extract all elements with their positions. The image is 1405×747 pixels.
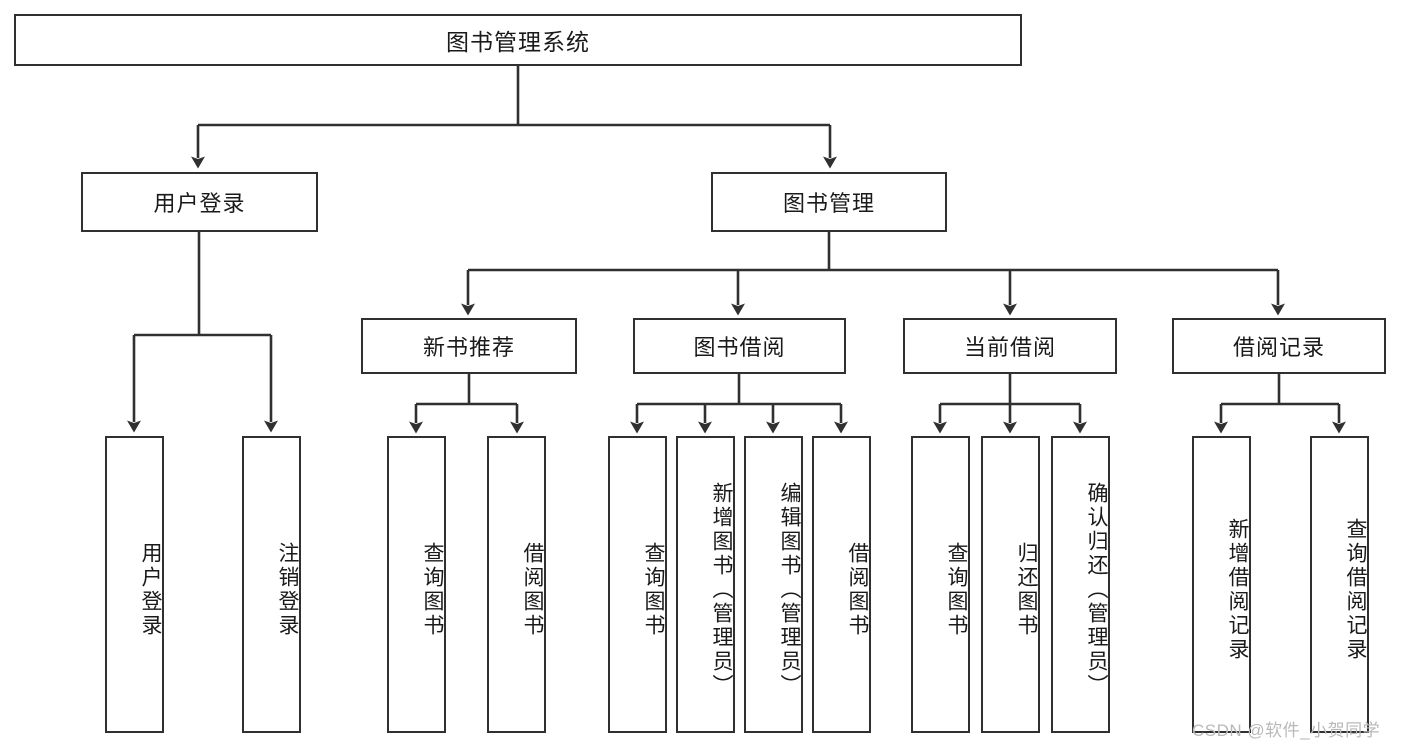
csdn-watermark: CSDN @软件_小贺同学: [1192, 721, 1381, 740]
node-book-borrow-label: 图书借阅: [693, 335, 786, 360]
node-leaf-borrow-book-1[interactable]: 借阅图书: [487, 436, 546, 733]
node-leaf-edit-book-admin-label: 编辑图书（管理员）: [778, 481, 801, 698]
node-leaf-query-book-2-label: 查询图书: [642, 541, 665, 638]
node-leaf-query-book-3[interactable]: 查询图书: [911, 436, 970, 733]
node-leaf-query-book-3-label: 查询图书: [945, 541, 968, 638]
node-leaf-user-login-label: 用户登录: [139, 541, 162, 638]
node-leaf-confirm-return-admin-label: 确认归还（管理员）: [1085, 481, 1108, 698]
node-leaf-user-logout[interactable]: 注销登录: [242, 436, 301, 733]
node-book-borrow[interactable]: 图书借阅: [633, 318, 846, 374]
node-root[interactable]: 图书管理系统: [14, 14, 1022, 66]
node-leaf-query-book-1-label: 查询图书: [421, 541, 444, 638]
node-leaf-add-book-admin-label: 新增图书（管理员）: [710, 481, 733, 698]
node-leaf-borrow-book-1-label: 借阅图书: [521, 541, 544, 638]
node-leaf-confirm-return-admin[interactable]: 确认归还（管理员）: [1051, 436, 1110, 733]
node-leaf-add-book-admin[interactable]: 新增图书（管理员）: [676, 436, 735, 733]
node-leaf-return-book[interactable]: 归还图书: [981, 436, 1040, 733]
node-borrow-record[interactable]: 借阅记录: [1172, 318, 1386, 374]
node-leaf-query-book-2[interactable]: 查询图书: [608, 436, 667, 733]
node-book-manage[interactable]: 图书管理: [711, 172, 947, 232]
node-leaf-borrow-book-2[interactable]: 借阅图书: [812, 436, 871, 733]
node-leaf-query-borrow-record[interactable]: 查询借阅记录: [1310, 436, 1369, 733]
node-leaf-add-borrow-record[interactable]: 新增借阅记录: [1192, 436, 1251, 733]
node-book-manage-label: 图书管理: [782, 191, 875, 216]
node-new-book-recommend-label: 新书推荐: [422, 335, 515, 360]
node-leaf-query-borrow-record-label: 查询借阅记录: [1344, 517, 1367, 662]
node-current-borrow[interactable]: 当前借阅: [903, 318, 1117, 374]
node-new-book-recommend[interactable]: 新书推荐: [361, 318, 577, 374]
node-leaf-add-borrow-record-label: 新增借阅记录: [1226, 517, 1249, 662]
node-leaf-borrow-book-2-label: 借阅图书: [846, 541, 869, 638]
node-root-label: 图书管理系统: [446, 29, 590, 55]
node-current-borrow-label: 当前借阅: [963, 335, 1056, 360]
node-borrow-record-label: 借阅记录: [1232, 335, 1325, 360]
node-leaf-user-logout-label: 注销登录: [276, 541, 299, 638]
node-leaf-user-login[interactable]: 用户登录: [105, 436, 164, 733]
node-leaf-return-book-label: 归还图书: [1015, 541, 1038, 638]
node-user-login[interactable]: 用户登录: [81, 172, 318, 232]
node-leaf-edit-book-admin[interactable]: 编辑图书（管理员）: [744, 436, 803, 733]
node-leaf-query-book-1[interactable]: 查询图书: [387, 436, 446, 733]
node-user-login-label: 用户登录: [153, 191, 246, 216]
